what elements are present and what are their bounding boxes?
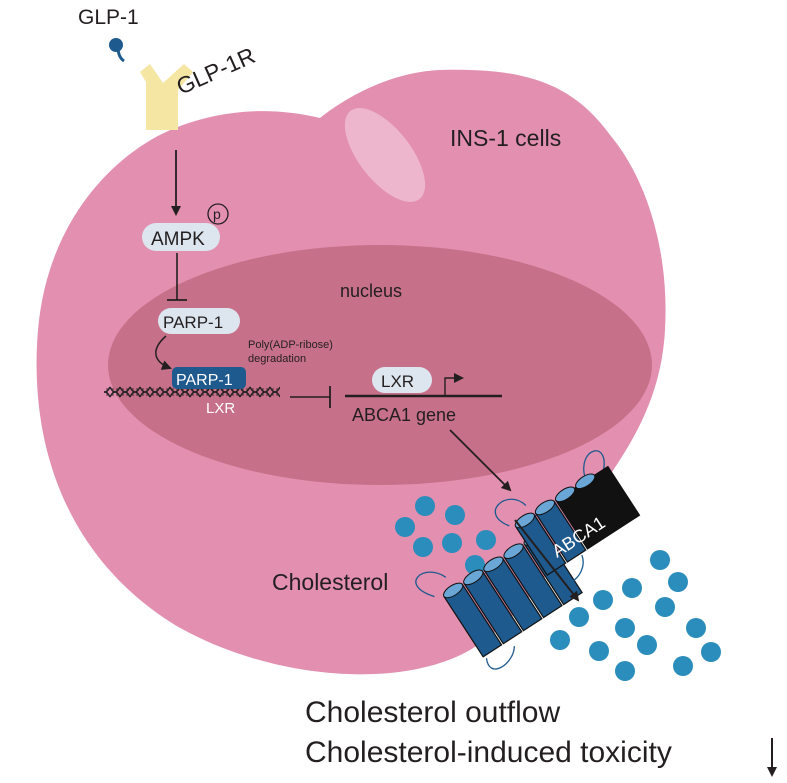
cell-label: INS-1 cells [450,125,561,151]
gene-label: ABCA1 gene [352,405,456,425]
cholesterol-inside-group [395,496,496,575]
glp1-label: GLP-1 [78,6,139,29]
lxr-bound-label: LXR [206,400,235,417]
glp1r-receptor-icon [140,64,193,130]
phospho-label: p [213,206,221,222]
parp-bound-pill [172,367,246,389]
arrow-cholesterol-efflux [514,519,580,602]
cholesterol-label: Cholesterol [272,569,388,595]
glp1r-label: GLP-1R [172,42,258,100]
cell-highlight [344,108,426,202]
arrow-gene-to-transporter [449,429,512,492]
lxr-promoter-pill [372,367,432,393]
degradation-line1: Poly(ADP-ribose) [248,339,333,351]
transcription-start-icon [444,373,464,396]
cholesterol-outside-group [550,550,721,681]
parp-free-label: PARP-1 [163,313,223,332]
nucleus [108,245,652,485]
arrow-parp-binding [155,335,172,370]
outcome-line2: Cholesterol-induced toxicity [305,736,672,769]
phospho-badge-icon [207,203,229,225]
ampk-pill [142,223,220,251]
abca1-upper-icon [494,450,641,586]
lxr-promoter-label: LXR [381,372,414,391]
parp-bound-label: PARP-1 [176,372,233,389]
degradation-line2: degradation [248,353,306,365]
ampk-label: AMPK [151,229,205,250]
glp1-ligand-icon [109,38,125,63]
parp-free-pill [158,308,240,334]
nucleus-label: nucleus [340,281,402,301]
outcome-line1: Cholesterol outflow [305,696,560,729]
